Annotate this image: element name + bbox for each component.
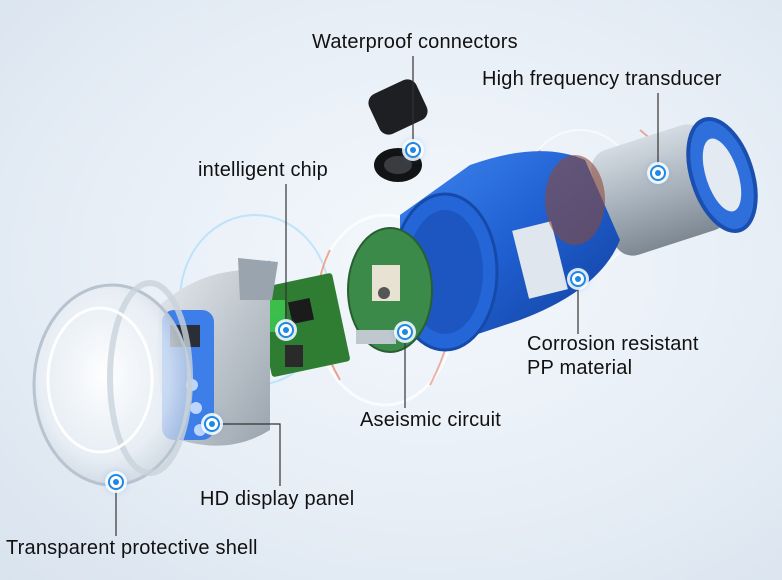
- chip-marker: [278, 322, 294, 338]
- waterproof-connectors: [368, 79, 428, 182]
- label-intelligent-chip: intelligent chip: [198, 159, 328, 181]
- shell-marker: [108, 474, 124, 490]
- label-transparent-shell: Transparent protective shell: [6, 537, 258, 559]
- label-aseismic-circuit: Aseismic circuit: [360, 409, 501, 431]
- label-hd-display-panel: HD display panel: [200, 488, 355, 510]
- leader-lines: [115, 56, 659, 536]
- waterproof-connectors-marker: [405, 142, 421, 158]
- label-corrosion-line1: Corrosion resistant: [527, 333, 699, 355]
- display-marker: [204, 416, 220, 432]
- aseismic-marker: [397, 324, 413, 340]
- label-high-frequency-transducer: High frequency transducer: [482, 68, 722, 90]
- label-waterproof-connectors: Waterproof connectors: [312, 31, 518, 53]
- transducer-marker: [650, 165, 666, 181]
- label-corrosion-resistant: Corrosion resistant PP material: [527, 332, 699, 380]
- transparent-shell: [32, 280, 193, 487]
- label-corrosion-line2: PP material: [527, 357, 633, 379]
- housing-marker: [570, 271, 586, 287]
- transducer: [591, 117, 758, 256]
- aseismic-circuit: [347, 227, 433, 353]
